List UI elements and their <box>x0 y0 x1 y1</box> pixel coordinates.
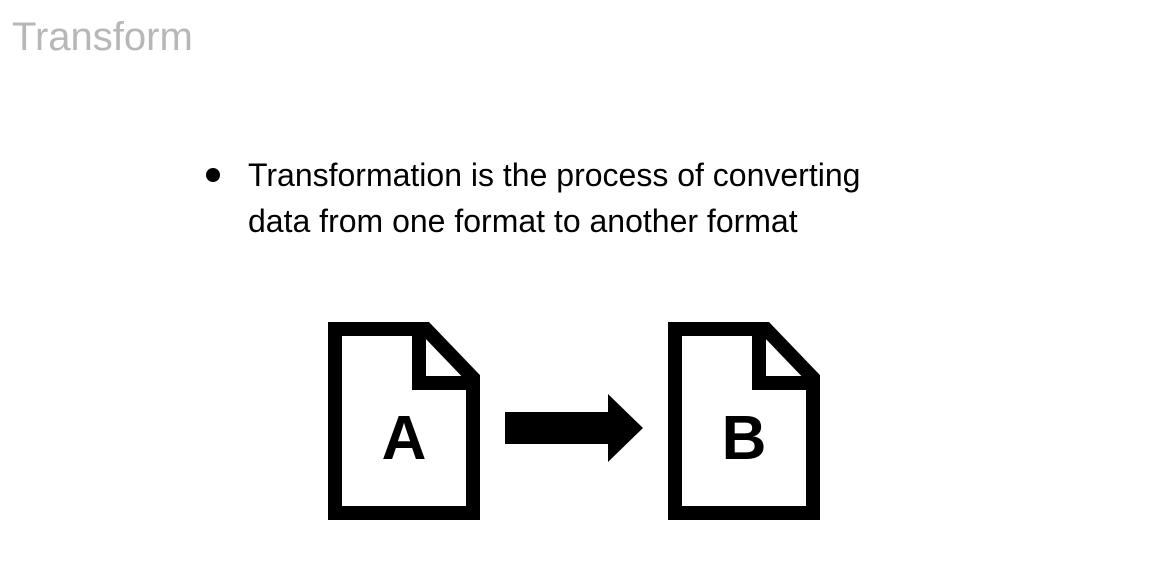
document-icon <box>328 322 480 520</box>
bullet-text: Transformation is the process of convert… <box>248 152 928 244</box>
bullet-line-2: data from one format to another format <box>248 203 798 239</box>
right-arrow-icon <box>505 394 643 462</box>
source-document-label: A <box>381 404 427 473</box>
document-icon <box>668 322 820 520</box>
bullet-dot-icon <box>206 168 220 182</box>
target-document-label: B <box>721 404 767 473</box>
target-document: B <box>668 322 820 520</box>
bullet-line-1: Transformation is the process of convert… <box>248 157 861 193</box>
slide-title: Transform <box>12 15 193 59</box>
source-document: A <box>328 322 480 520</box>
